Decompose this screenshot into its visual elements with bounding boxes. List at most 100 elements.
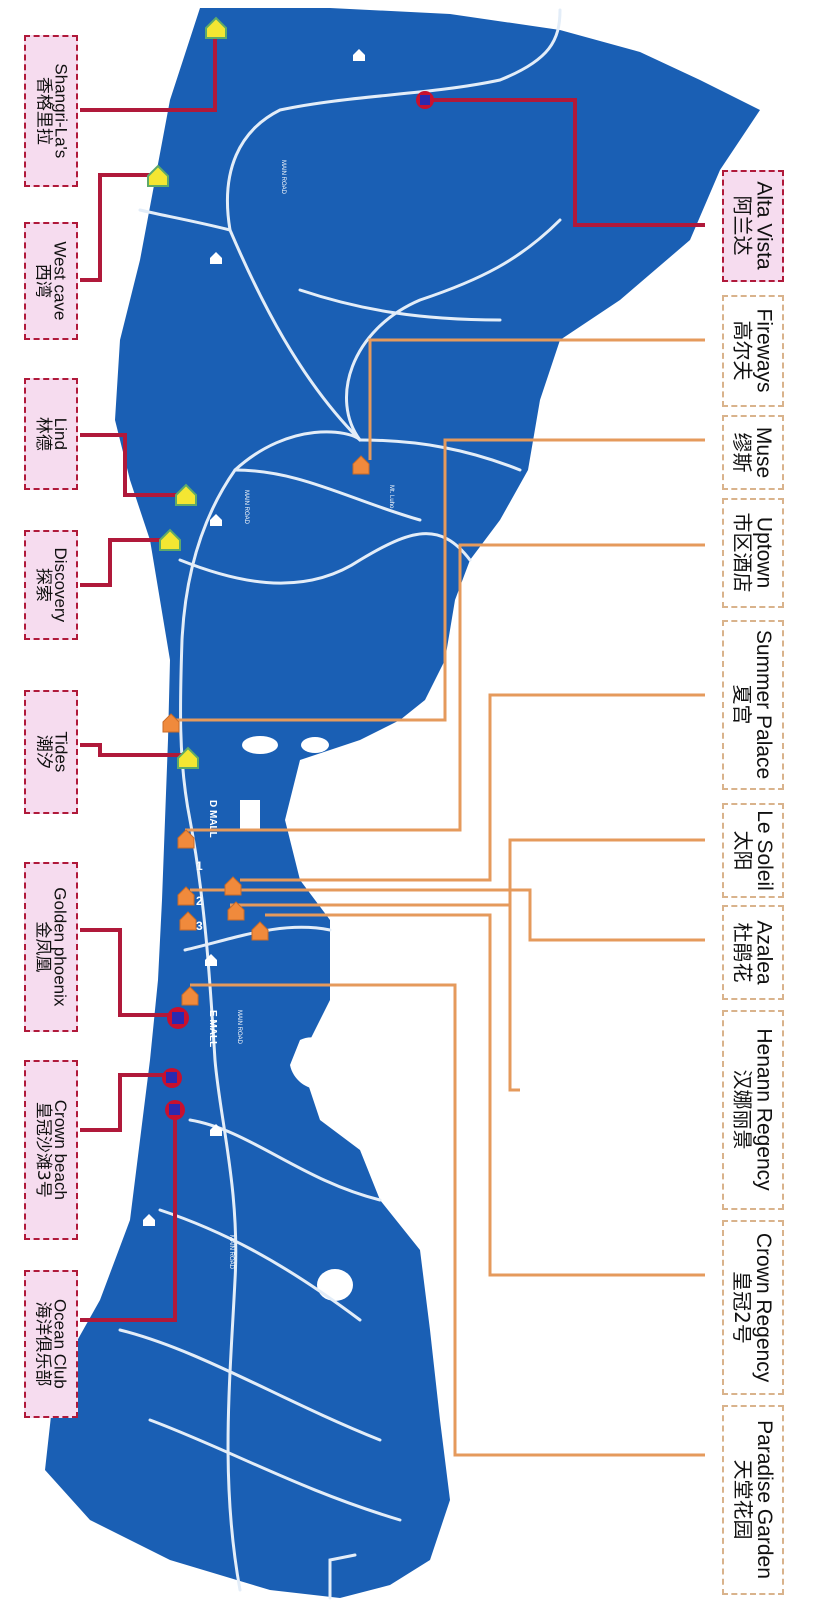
label-zh: 杜鹃花 [730,922,755,983]
hotel-marker-icon [251,921,269,941]
hotel-marker-icon [224,876,242,896]
willys-rock-label: WILLY'S ROCK [106,650,112,692]
poi-icon [335,844,347,856]
label-en: Alta Vista [752,181,776,271]
hotel-marker-icon [175,483,197,506]
red-connector-lines [80,35,705,1322]
label-en: Azalea [752,920,776,985]
label-zh: 高尔夫 [730,320,755,381]
lake [290,1037,341,1090]
label-en: West cave [50,241,70,321]
red-hotel-markers [162,91,434,1120]
label-zh: 香格里拉 [33,76,54,145]
poi-icon [205,954,217,966]
d-mall-label: D MALL [207,800,218,838]
mt-luho-label: Mt. Luho [388,485,394,509]
main-road-label: MAIN ROAD [280,160,286,195]
dock-anchor-icons [120,726,140,1041]
label-zh: 汉娜丽景 [730,1069,755,1150]
label-en: Tides [50,731,70,773]
label-zh: 阿兰达 [730,195,755,256]
label-en: Crown beach [50,1099,70,1201]
label-en: Golden phoenix [50,887,70,1007]
label-zh: 缪斯 [730,432,755,473]
lake [317,1269,353,1301]
dock3-label: Dock No.3 [94,1020,106,1074]
label-en: Henann Regency [752,1028,776,1192]
label-zh: 林德 [33,417,53,451]
poi-icon [210,252,222,264]
label-zh: 天堂花园 [730,1459,755,1540]
label-zh: 皇冠沙滩3号 [33,1102,54,1198]
poi-symbols [143,49,365,1226]
main-road-label: MAIN ROAD [236,1010,242,1045]
label-en: Shangri-La's [50,63,70,159]
hotel-marker-icon [177,746,199,769]
label-zh: 西湾 [33,264,53,298]
hotel-marker-icon [162,713,180,733]
orange-connector-lines [170,338,705,1457]
label-zh: 探索 [33,568,53,602]
hotel-marker-icon [177,829,195,849]
label-en: Lind [50,417,70,451]
hotel-marker-icon [181,986,199,1006]
label-zh: 海洋俱乐部 [33,1301,53,1387]
lake [242,736,278,754]
lake [301,737,329,753]
label-en: Ocean Club [50,1299,70,1389]
label-zh: 市区酒店 [730,512,755,593]
label-en: Discovery [50,547,70,623]
lake [240,800,260,830]
label-en: Muse [752,426,776,479]
white-beach-label: WHITE BEACH [138,580,144,622]
poi-icon [143,1214,155,1226]
label-zh: 皇冠2号 [730,1271,755,1344]
anchor-icon [120,846,140,871]
label-en: Le Soleil [752,810,776,891]
yellow-hotel-markers [147,16,227,769]
hotel-marker-icon [177,886,195,906]
label-zh: 太阳 [730,830,755,871]
white-beach-label: WHITE BEACH [148,770,154,812]
dock2-label: Dock No.2 [94,835,106,889]
hotel-marker-icon [179,911,197,931]
poi-icon [210,1124,222,1136]
label-en: Fireways [752,308,776,393]
anchor-icon [120,1016,140,1041]
island-landmass [45,8,760,1598]
hotel-marker-icon [227,901,245,921]
label-en: Crown Regency [752,1232,776,1383]
poi-icon [353,49,365,61]
label-en: Uptown [752,517,776,589]
station-label: 1 [196,859,203,873]
hotel-marker-icon [159,528,181,551]
anchor-icon [120,726,140,751]
station-label: 3 [196,919,203,933]
hotel-marker-icon [147,164,169,187]
orange-hotel-markers [162,455,370,1006]
main-road-label: MAIN ROAD [228,1235,234,1270]
label-zh: 金凤凰 [33,921,53,973]
hotel-marker-icon [205,16,227,39]
label-en: Summer Palace [752,630,776,780]
e-mall-label: E MALL [207,1010,218,1047]
hotel-marker-icon [352,455,370,475]
